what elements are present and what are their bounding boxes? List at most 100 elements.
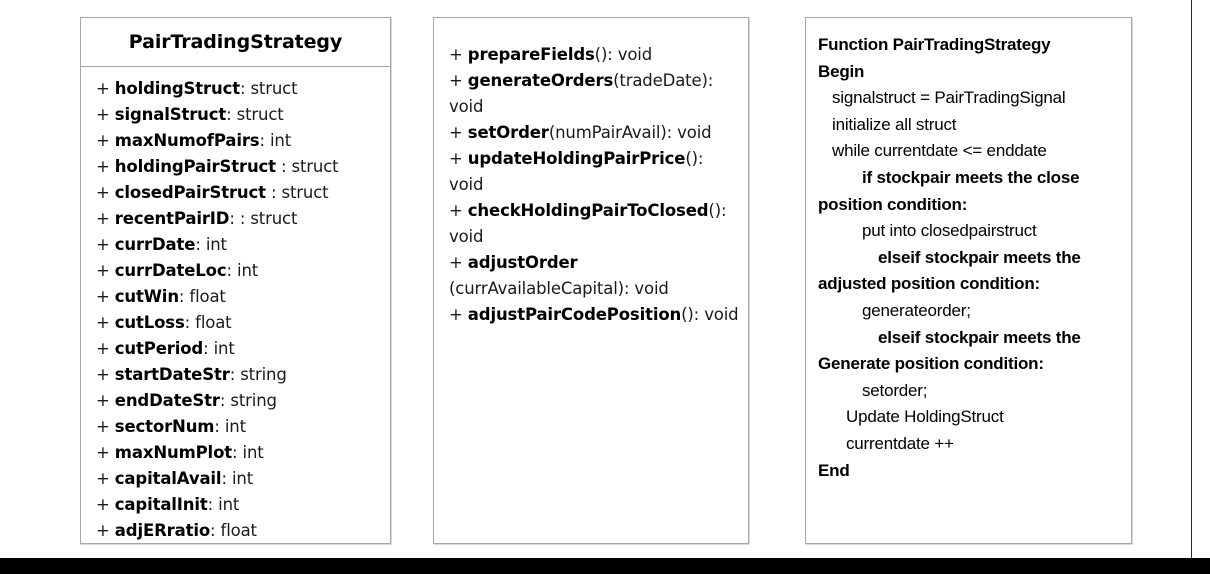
pseudocode-line: signalstruct = PairTradingSignal — [832, 88, 1066, 108]
attribute-row: + adjERratio: float — [81, 518, 390, 544]
visibility-marker: + — [96, 521, 110, 540]
attribute-type: : : struct — [229, 209, 298, 228]
method-name: adjustOrder — [467, 253, 578, 272]
attribute-type: : int — [214, 417, 246, 436]
method-row: + generateOrders(tradeDate): void — [434, 68, 748, 120]
attribute-row: + currDateLoc: int — [81, 258, 390, 284]
attribute-row: + currDate: int — [81, 232, 390, 258]
pseudocode-line: if stockpair meets the close position co… — [818, 167, 1084, 214]
method-signature: (): void — [449, 149, 704, 194]
method-row: + updateHoldingPairPrice(): void — [434, 146, 748, 198]
pseudocode-line: Begin — [818, 61, 865, 81]
pseudocode-line: while currentdate <= enddate — [832, 141, 1047, 161]
pseudocode-line: generateorder; — [862, 300, 971, 320]
attribute-row: + capitalAvail: int — [81, 466, 390, 492]
method-name: adjustPairCodePosition — [467, 305, 682, 324]
attribute-name: closedPairStruct — [114, 183, 266, 202]
visibility-marker: + — [449, 201, 463, 220]
visibility-marker: + — [96, 339, 110, 358]
attribute-row: + cutLoss: float — [81, 310, 390, 336]
method-signature: (): void — [449, 201, 727, 246]
attribute-type: : struct — [226, 105, 284, 124]
attribute-row: + capitalInit: int — [81, 492, 390, 518]
pseudocode-line: Update HoldingStruct — [846, 407, 1004, 427]
visibility-marker: + — [96, 495, 110, 514]
visibility-marker: + — [96, 469, 110, 488]
attribute-type: : int — [221, 469, 254, 488]
attribute-name: holdingPairStruct — [114, 157, 276, 176]
attribute-row: + holdingStruct: struct — [81, 76, 390, 102]
pseudocode-line: currentdate ++ — [846, 433, 954, 453]
attribute-name: maxNumofPairs — [114, 131, 260, 150]
attribute-type: : int — [232, 443, 264, 462]
attribute-type: : struct — [265, 183, 329, 202]
method-name: checkHoldingPairToClosed — [467, 201, 709, 220]
visibility-marker: + — [96, 443, 110, 462]
attribute-row: + maxNumofPairs: int — [81, 128, 390, 154]
method-name: setOrder — [467, 123, 549, 142]
attribute-type: : float — [210, 521, 257, 540]
pseudocode-line: elseif stockpair meets the Generate posi… — [818, 327, 1086, 374]
method-name: updateHoldingPairPrice — [467, 149, 686, 168]
method-signature: (tradeDate): void — [449, 71, 714, 116]
attribute-type: : int — [195, 235, 227, 254]
visibility-marker: + — [449, 149, 463, 168]
visibility-marker: + — [449, 71, 463, 90]
pseudocode-line: put into closedpairstruct — [862, 221, 1037, 241]
visibility-marker: + — [96, 79, 110, 98]
attribute-type: : int — [226, 261, 259, 280]
class-box-attributes: PairTradingStrategy + holdingStruct: str… — [80, 17, 391, 544]
method-row: + adjustPairCodePosition(): void — [434, 302, 748, 328]
visibility-marker: + — [96, 131, 110, 150]
attribute-type: : int — [259, 131, 292, 150]
pseudocode-line: initialize all struct — [832, 114, 957, 134]
attribute-row: + closedPairStruct : struct — [81, 180, 390, 206]
method-row: + setOrder(numPairAvail): void — [434, 120, 748, 146]
visibility-marker: + — [96, 157, 110, 176]
attribute-row: + cutPeriod: int — [81, 336, 390, 362]
attribute-type: : string — [229, 365, 287, 384]
attribute-row: + signalStruct: struct — [81, 102, 390, 128]
method-list: + prepareFields(): void+ generateOrders(… — [434, 18, 748, 328]
pseudocode-line: setorder; — [862, 380, 928, 400]
class-title: PairTradingStrategy — [81, 18, 390, 67]
attribute-row: + maxNumPlot: int — [81, 440, 390, 466]
attribute-row: + startDateStr: string — [81, 362, 390, 388]
attribute-type: : int — [203, 339, 235, 358]
attribute-name: cutPeriod — [114, 339, 204, 358]
attribute-name: endDateStr — [114, 391, 220, 410]
attribute-name: capitalAvail — [114, 469, 222, 488]
attribute-name: cutLoss — [114, 313, 185, 332]
visibility-marker: + — [96, 235, 110, 254]
attribute-type: : float — [178, 287, 226, 306]
method-row: + checkHoldingPairToClosed(): void — [434, 198, 748, 250]
visibility-marker: + — [96, 313, 110, 332]
pseudocode-line: End — [818, 460, 850, 480]
attribute-name: currDate — [114, 235, 196, 254]
method-signature: (currAvailableCapital): void — [449, 279, 669, 298]
pseudocode-line: Function PairTradingStrategy — [818, 35, 1051, 54]
visibility-marker: + — [449, 123, 463, 142]
bottom-black-bar — [0, 558, 1210, 574]
method-row: + prepareFields(): void — [434, 42, 748, 68]
attribute-name: currDateLoc — [114, 261, 227, 280]
visibility-marker: + — [96, 365, 110, 384]
attribute-name: cutWin — [114, 287, 179, 306]
visibility-marker: + — [96, 183, 110, 202]
pseudocode-line: elseif stockpair meets the adjusted posi… — [818, 247, 1086, 294]
attribute-list: + holdingStruct: struct+ signalStruct: s… — [81, 67, 390, 544]
attribute-row: + holdingPairStruct : struct — [81, 154, 390, 180]
visibility-marker: + — [96, 261, 110, 280]
attribute-row: + sectorNum: int — [81, 414, 390, 440]
visibility-marker: + — [449, 45, 463, 64]
visibility-marker: + — [96, 391, 110, 410]
attribute-name: capitalInit — [114, 495, 208, 514]
attribute-type: : string — [219, 391, 277, 410]
attribute-row: + endDateStr: string — [81, 388, 390, 414]
attribute-name: maxNumPlot — [114, 443, 232, 462]
attribute-name: sectorNum — [114, 417, 215, 436]
attribute-name: startDateStr — [114, 365, 230, 384]
